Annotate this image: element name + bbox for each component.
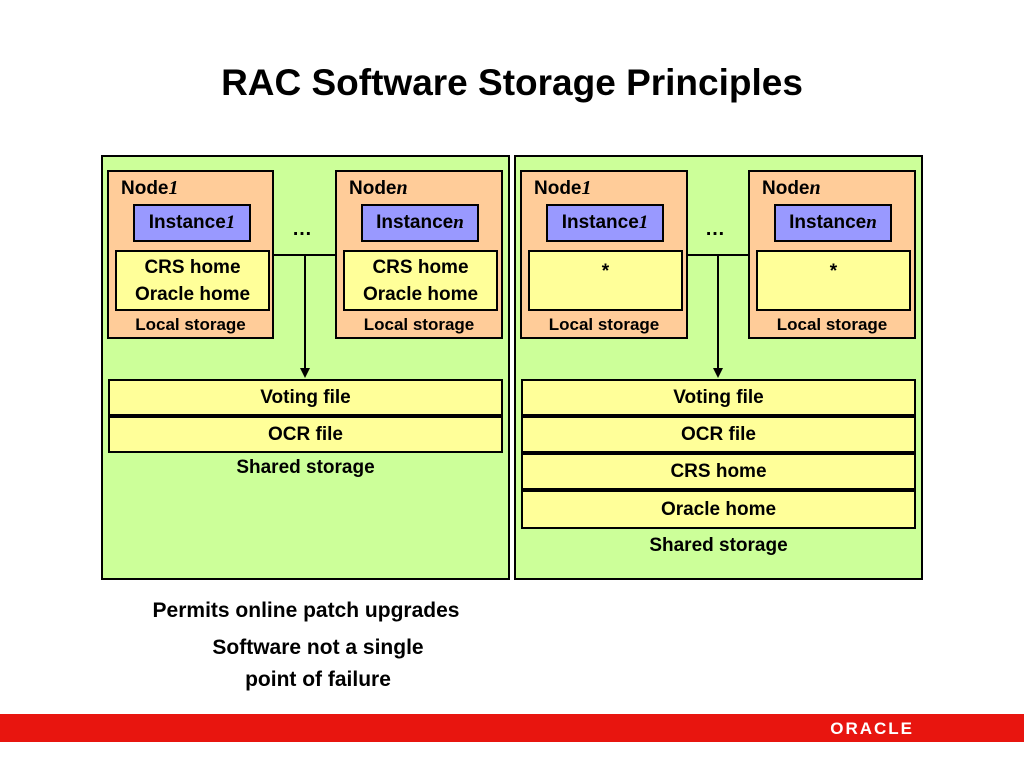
home-box: * — [756, 250, 911, 311]
right-shared-storage-label: Shared storage — [649, 535, 788, 556]
local-storage-label: Local storage — [548, 315, 660, 334]
local-storage-label: Local storage — [135, 315, 246, 334]
node-label: Noden — [349, 177, 408, 199]
page-title: RAC Software Storage Principles — [221, 62, 803, 103]
right-oracle-home: Oracle home — [521, 490, 916, 529]
bullet-online-patch: Permits online patch upgrades — [152, 599, 460, 622]
oracle-logo: ORACLE — [830, 719, 914, 738]
left-ocr-file: OCR file — [108, 416, 503, 453]
right-voting-file: Voting file — [521, 379, 916, 416]
node-label: Node1 — [534, 177, 592, 199]
node-label: Node1 — [121, 177, 179, 199]
local-storage-label: Local storage — [776, 315, 888, 334]
right-ocr-file: OCR file — [521, 416, 916, 453]
node-label: Noden — [762, 177, 821, 199]
left-shared-storage-label: Shared storage — [236, 457, 375, 478]
home-box: * — [528, 250, 683, 311]
local-storage-label: Local storage — [363, 315, 475, 334]
left-ellipsis: … — [292, 218, 312, 240]
right-ellipsis: … — [705, 218, 725, 240]
left-voting-file: Voting file — [108, 379, 503, 416]
right-crs-home: CRS home — [521, 453, 916, 490]
bullet-spof-line2: point of failure — [245, 668, 391, 691]
footer-bar — [0, 714, 1024, 742]
bullet-spof-line1: Software not a single — [212, 636, 424, 659]
